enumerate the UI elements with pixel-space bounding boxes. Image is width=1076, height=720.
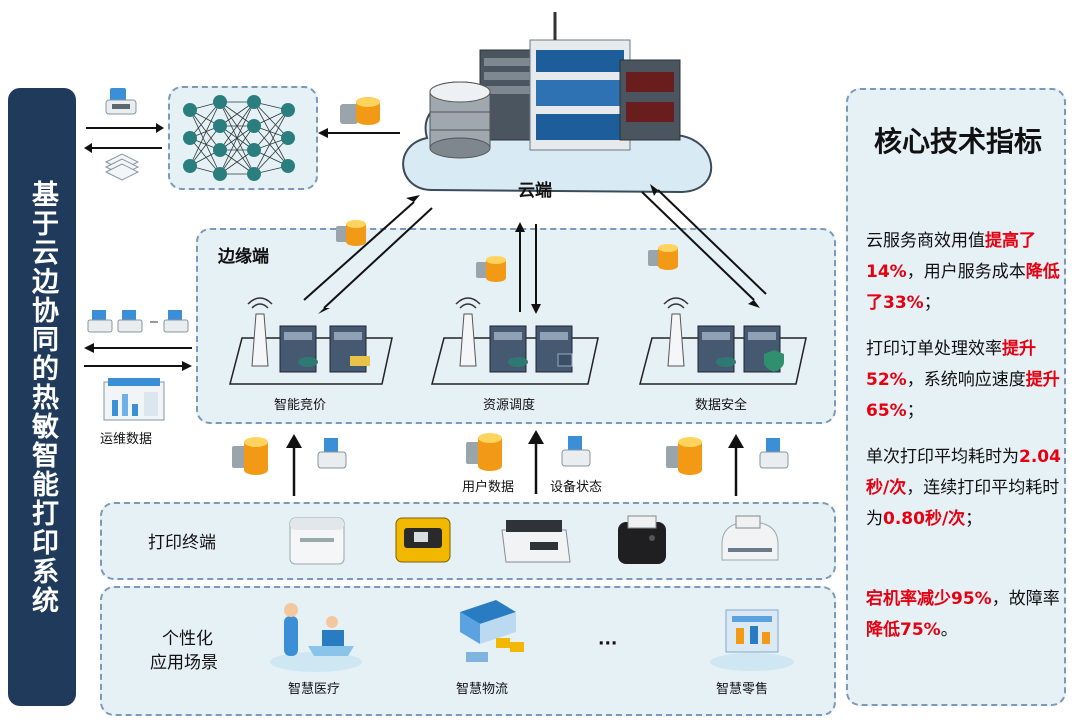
metric-cost-highlight: 提高了14% xyxy=(866,231,1036,282)
edge-node-label-security: 数据安全 xyxy=(695,398,748,413)
database-icon xyxy=(648,244,678,270)
cloud-label: 云端 xyxy=(518,181,552,201)
edge-node-bidding xyxy=(229,297,393,385)
metric-reliability-highlight: 宕机率减少95% xyxy=(866,589,992,609)
cloud-to-nn-arrow xyxy=(318,128,400,138)
scenario-title-line2: 应用场景 xyxy=(150,653,218,673)
metric-reliability-text: 。 xyxy=(940,620,958,640)
metric-efficiency-text: ； xyxy=(906,401,924,421)
metric-latency-text: ； xyxy=(965,509,983,529)
metric-efficiency-highlight: 提升52% xyxy=(866,339,1036,390)
ops-data-label: 运维数据 xyxy=(100,432,153,447)
metric-cost: 云服务商效用值提高了14%，用户服务成本降低了33%； xyxy=(866,226,1062,319)
uplink-device-status-label: 设备状态 xyxy=(550,480,603,495)
edge-node-label-bidding: 智能竞价 xyxy=(274,398,327,413)
scenario-label-healthcare: 智慧医疗 xyxy=(288,682,341,697)
metric-latency-highlight: 2.04秒/次 xyxy=(866,447,1061,498)
smart-logistics-illustration xyxy=(460,600,524,662)
edge-node-scheduling xyxy=(431,297,599,385)
metric-reliability: 宕机率减少95%，故障率降低75%。 xyxy=(866,584,1062,646)
label-printer-icon xyxy=(721,515,779,561)
metric-cost-text: ，用户服务成本 xyxy=(906,262,1026,282)
edge-node-security xyxy=(639,297,807,385)
paper-stack-icon xyxy=(104,153,140,181)
terminal-title: 打印终端 xyxy=(148,533,216,553)
uplink-left xyxy=(232,434,347,496)
thermal-printer-black-icon xyxy=(618,515,666,564)
cloud-edge-left-arrows xyxy=(303,195,433,314)
thermal-printer-desktop-icon xyxy=(501,520,571,563)
metrics-title: 核心技术指标 xyxy=(873,125,1042,158)
nn-exchange-arrows xyxy=(84,123,164,153)
cloud-edge-mid-arrows xyxy=(515,222,541,314)
thermal-printer-yellow-icon xyxy=(395,517,451,563)
metric-latency: 单次打印平均耗时为2.04秒/次，连续打印平均耗时为0.80秒/次； xyxy=(866,442,1062,535)
ops-exchange-arrows xyxy=(84,343,192,371)
metric-reliability-highlight: 降低75% xyxy=(866,620,941,640)
print-terminal-box xyxy=(100,502,836,580)
database-icon xyxy=(336,220,366,246)
neural-network-box xyxy=(168,86,318,190)
scenario-label-logistics: 智慧物流 xyxy=(456,682,509,697)
uplink-user-data-label: 用户数据 xyxy=(462,480,515,495)
scenario-title-line1: 个性化 xyxy=(162,629,213,649)
metric-latency-text: ，连续打印平均耗时为 xyxy=(866,478,1060,529)
metric-efficiency-text: 打印订单处理效率 xyxy=(866,339,1002,359)
scenario-ellipsis: ··· xyxy=(598,634,618,654)
smart-retail-illustration xyxy=(710,609,794,671)
thermal-printer-white-icon xyxy=(289,517,345,565)
printer-group-icon xyxy=(87,310,189,333)
metric-efficiency-highlight: 提升65% xyxy=(866,370,1060,421)
metric-latency-text: 单次打印平均耗时为 xyxy=(866,447,1019,467)
cloud-edge-right-arrows xyxy=(641,184,767,308)
metric-efficiency-text: ，系统响应速度 xyxy=(906,370,1026,390)
metric-reliability-text: ，故障率 xyxy=(991,589,1060,609)
edge-title: 边缘端 xyxy=(218,247,269,267)
database-cylinder-icon xyxy=(429,81,491,159)
metric-efficiency: 打印订单处理效率提升52%，系统响应速度提升65%； xyxy=(866,334,1062,427)
monitoring-dashboard-icon xyxy=(103,378,165,421)
metric-latency-highlight: 0.80秒/次 xyxy=(883,509,966,529)
uplink-right xyxy=(666,434,789,496)
metric-cost-text: ； xyxy=(923,293,941,313)
system-title: 基于云边协同的热敏智能打印系统 xyxy=(27,179,58,615)
metrics-panel: 核心技术指标 云服务商效用值提高了14%，用户服务成本降低了33%； 打印订单处… xyxy=(846,88,1066,706)
printer-icon xyxy=(105,88,137,115)
database-icon xyxy=(476,256,506,282)
system-title-bar: 基于云边协同的热敏智能打印系统 xyxy=(8,88,76,706)
database-icon xyxy=(340,97,380,125)
metric-cost-highlight: 降低了33% xyxy=(866,262,1060,313)
smart-healthcare-illustration xyxy=(270,603,362,672)
edge-node-label-scheduling: 资源调度 xyxy=(483,398,536,413)
scenario-label-retail: 智慧零售 xyxy=(716,682,769,697)
scenario-box xyxy=(100,586,836,716)
neural-network-icon xyxy=(183,95,295,181)
server-rack-icon xyxy=(479,12,681,151)
metric-cost-text: 云服务商效用值 xyxy=(866,231,985,251)
uplink-middle xyxy=(466,430,591,494)
